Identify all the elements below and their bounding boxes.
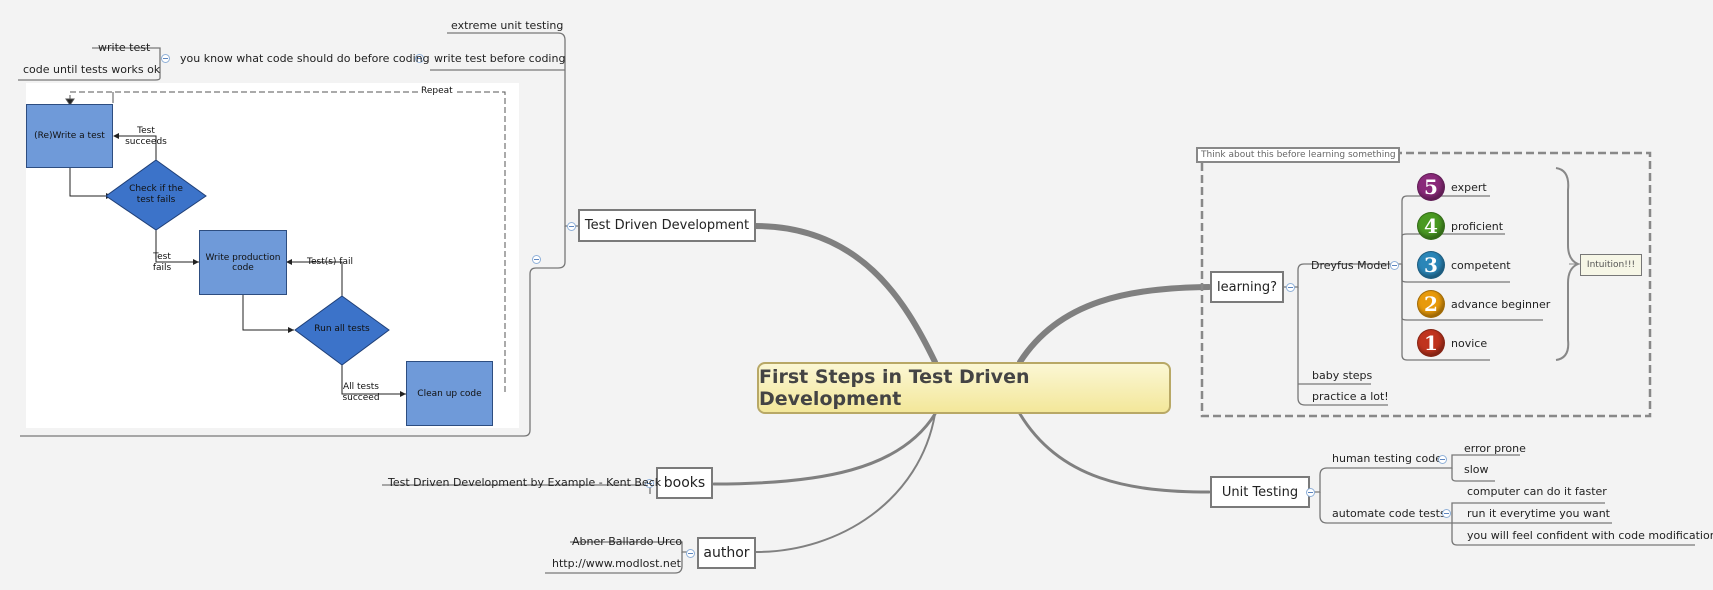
write-test-before-collapse-icon[interactable]: [415, 54, 424, 63]
clean-up-step: Clean up code: [406, 361, 493, 426]
write-test[interactable]: write test: [98, 41, 151, 54]
rewrite-test-step: (Re)Write a test: [26, 104, 113, 168]
you-know-what-code[interactable]: you know what code should do before codi…: [180, 52, 430, 65]
tests-fail-label: Test(s) fail: [307, 257, 353, 267]
slow[interactable]: slow: [1464, 463, 1489, 476]
baby-steps[interactable]: baby steps: [1312, 369, 1373, 382]
level-novice[interactable]: novice: [1451, 337, 1488, 350]
learning-collapse-icon[interactable]: [1286, 283, 1295, 292]
feel-confident[interactable]: you will feel confident with code modifi…: [1467, 529, 1713, 542]
write-production-step: Write production code: [199, 230, 287, 295]
computer-faster[interactable]: computer can do it faster: [1467, 485, 1607, 498]
code-until-tests-ok[interactable]: code until tests works ok: [23, 63, 161, 76]
kent-beck-book[interactable]: Test Driven Development by Example - Ken…: [388, 476, 662, 489]
learning-topic[interactable]: learning?: [1210, 271, 1284, 303]
branch-tdd: [752, 223, 938, 365]
learning-frame-title: Think about this before learning somethi…: [1196, 147, 1400, 163]
level-5-icon: 5: [1417, 173, 1445, 201]
central-topic[interactable]: First Steps in Test Driven Development: [757, 362, 1171, 414]
branch-unit-testing: [1018, 412, 1211, 494]
automate-code-tests[interactable]: automate code tests: [1332, 507, 1446, 520]
tdd-collapse-icon[interactable]: [567, 222, 576, 231]
level-competent[interactable]: competent: [1451, 259, 1511, 272]
level-proficient[interactable]: proficient: [1451, 220, 1504, 233]
branch-learning: [1017, 284, 1212, 365]
branch-books: [712, 412, 937, 486]
run-all-text: Run all tests: [314, 324, 370, 334]
tdd-topic[interactable]: Test Driven Development: [578, 209, 756, 242]
test-fails-label: Test fails: [152, 252, 172, 273]
repeat-label: Repeat: [418, 86, 456, 97]
test-succeeds-label: Test succeeds: [125, 126, 167, 147]
dreyfus-model[interactable]: Dreyfus Model: [1311, 259, 1391, 272]
flowchart-collapse-icon[interactable]: [532, 255, 541, 264]
author-topic[interactable]: author: [697, 537, 756, 569]
you-know-collapse-icon[interactable]: [161, 54, 170, 63]
level-3-icon: 3: [1417, 251, 1445, 279]
all-succeed-label: All tests succeed: [342, 382, 380, 403]
run-all-diamond: [294, 295, 390, 366]
check-fails-diamond: [105, 159, 207, 231]
author-name[interactable]: Abner Ballardo Urco: [572, 535, 683, 548]
level-2-icon: 2: [1417, 290, 1445, 318]
run-anytime[interactable]: run it everytime you want: [1467, 507, 1610, 520]
level-advance-beginner[interactable]: advance beginner: [1451, 298, 1551, 311]
author-url[interactable]: http://www.modlost.net: [552, 557, 681, 570]
human-testing-collapse-icon[interactable]: [1438, 455, 1447, 464]
author-collapse-icon[interactable]: [686, 549, 695, 558]
error-prone[interactable]: error prone: [1464, 442, 1526, 455]
practice-a-lot[interactable]: practice a lot!: [1312, 390, 1389, 403]
write-test-before-coding[interactable]: write test before coding: [434, 52, 566, 65]
automate-collapse-icon[interactable]: [1442, 509, 1451, 518]
branch-author: [755, 413, 936, 553]
books-topic[interactable]: books: [656, 467, 713, 499]
human-testing-code[interactable]: human testing code: [1332, 452, 1443, 465]
dreyfus-collapse-icon[interactable]: [1390, 261, 1399, 270]
unit-testing-topic[interactable]: Unit Testing: [1210, 476, 1310, 508]
intuition-callout[interactable]: Intuition!!!: [1580, 254, 1642, 276]
level-expert[interactable]: expert: [1451, 181, 1487, 194]
check-fails-text: Check if the test fails: [129, 184, 183, 205]
extreme-unit-testing[interactable]: extreme unit testing: [451, 19, 564, 32]
level-1-icon: 1: [1417, 329, 1445, 357]
unit-testing-collapse-icon[interactable]: [1306, 488, 1315, 497]
level-4-icon: 4: [1417, 212, 1445, 240]
books-collapse-icon[interactable]: [645, 479, 654, 488]
